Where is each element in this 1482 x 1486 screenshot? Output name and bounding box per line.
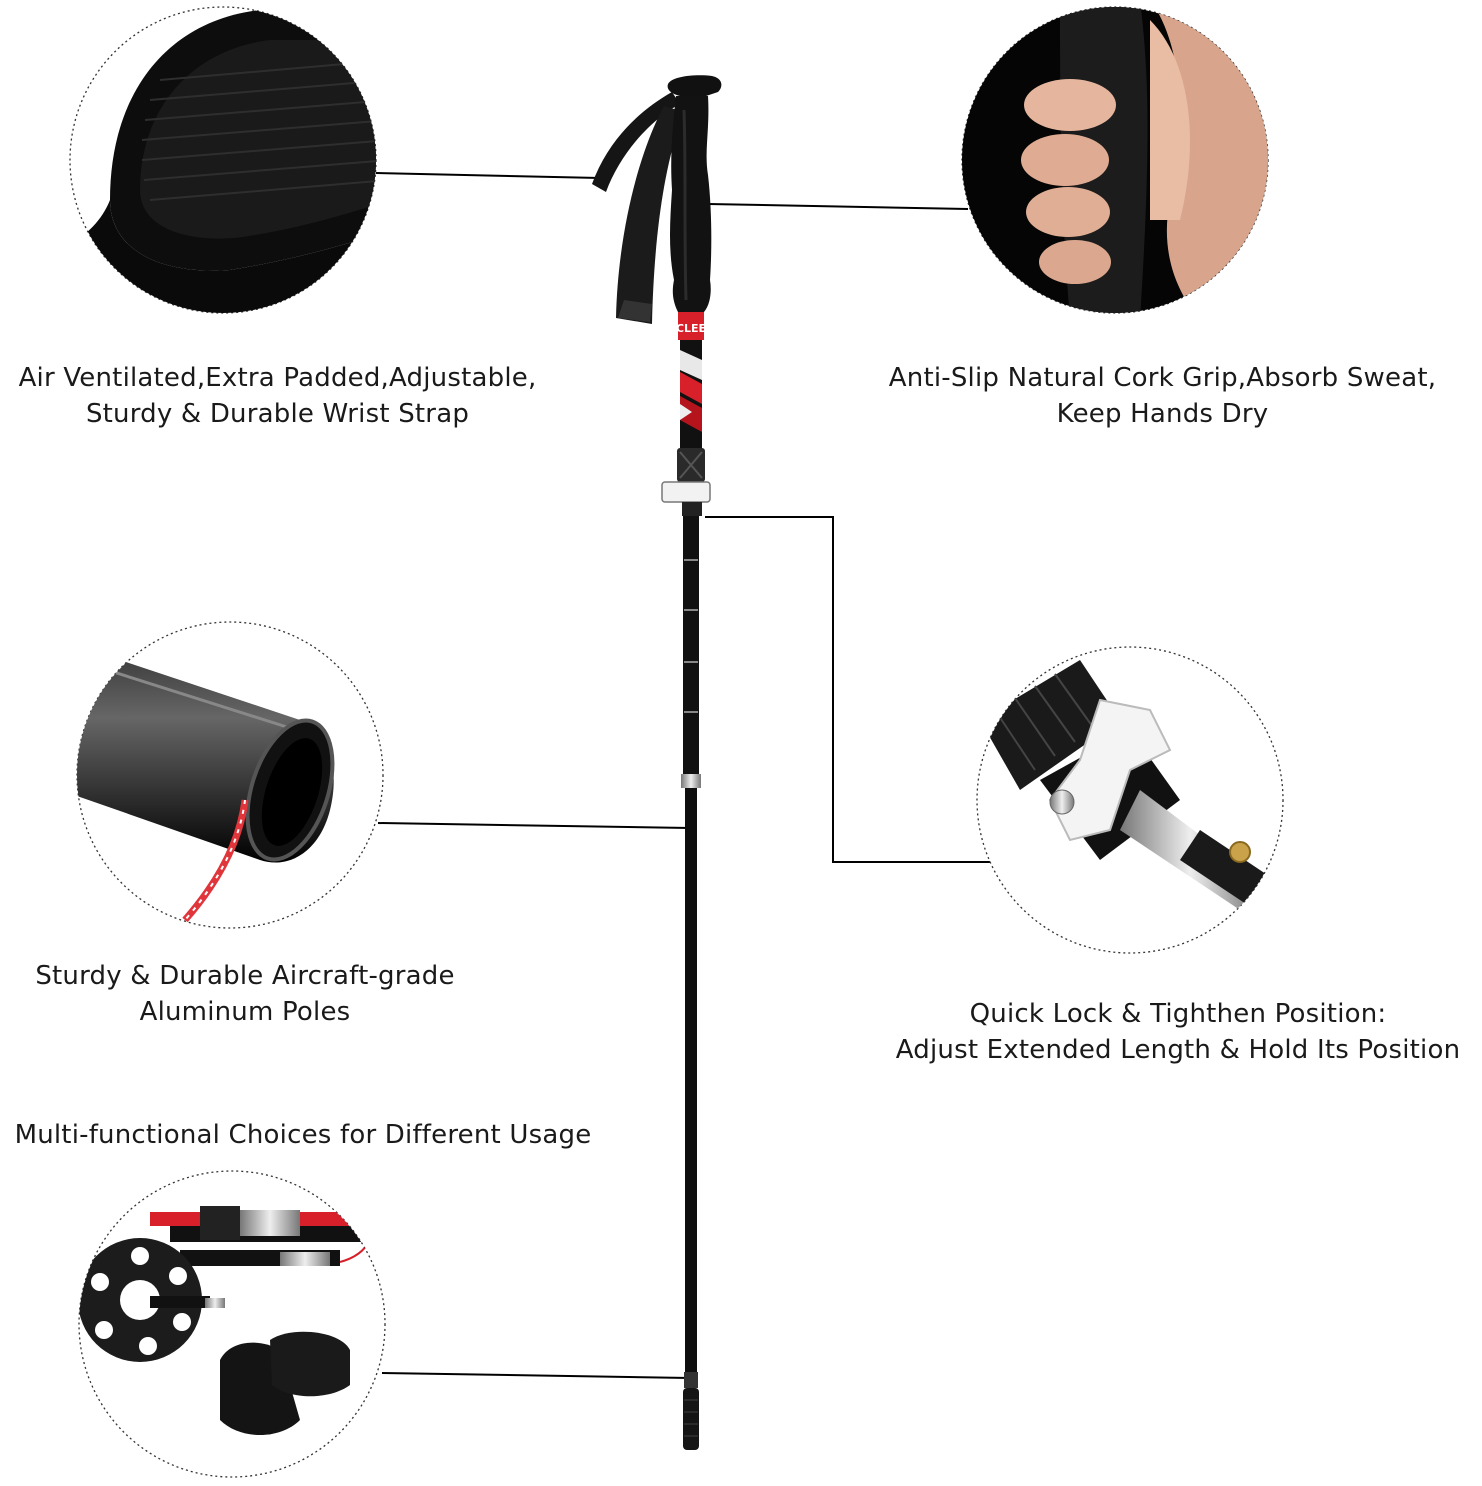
handle-cap: [667, 75, 722, 96]
clamp-lever: [1048, 698, 1172, 842]
grip-collar: [678, 312, 704, 340]
caption-quick-lock: Quick Lock & Tighthen Position: Adjust E…: [895, 999, 1461, 1065]
caption-aluminum-poles: Sturdy & Durable Aircraft-grade Aluminum…: [35, 961, 455, 1027]
caption-cork-grip: Anti-Slip Natural Cork Grip,Absorb Sweat…: [888, 363, 1437, 429]
trekking-pole: CLEE: [592, 75, 722, 1450]
caption-wrist-strap: Air Ventilated,Extra Padded,Adjustable, …: [18, 363, 537, 429]
leader-accessories: [381, 1372, 691, 1379]
strap-stitch: [618, 300, 652, 322]
detail-quick-lock: [976, 646, 1284, 954]
leader-grip: [707, 203, 969, 210]
caption-accessories: Multi-functional Choices for Different U…: [14, 1120, 592, 1150]
strap-lower: [616, 106, 684, 324]
foam-grip: [670, 96, 712, 312]
rubber-tip: [683, 1388, 699, 1450]
flip-lock-clamp: [661, 481, 711, 503]
lower-shaft: [685, 788, 697, 1372]
middle-shaft: [683, 516, 699, 774]
strap-upper: [592, 92, 680, 192]
rubber-cap: [270, 1331, 350, 1397]
leader-poles: [377, 822, 691, 829]
detail-wrist-strap: [69, 6, 377, 314]
pole-brand-text: CLEE: [676, 322, 706, 335]
middle-collar: [681, 774, 701, 788]
detail-cork-grip: [961, 6, 1269, 314]
detail-aluminum-tube: [76, 621, 384, 929]
leader-lock: [705, 516, 990, 863]
leader-lines: [375, 172, 990, 1379]
detail-accessories: [78, 1170, 386, 1478]
leader-strap: [375, 172, 601, 179]
